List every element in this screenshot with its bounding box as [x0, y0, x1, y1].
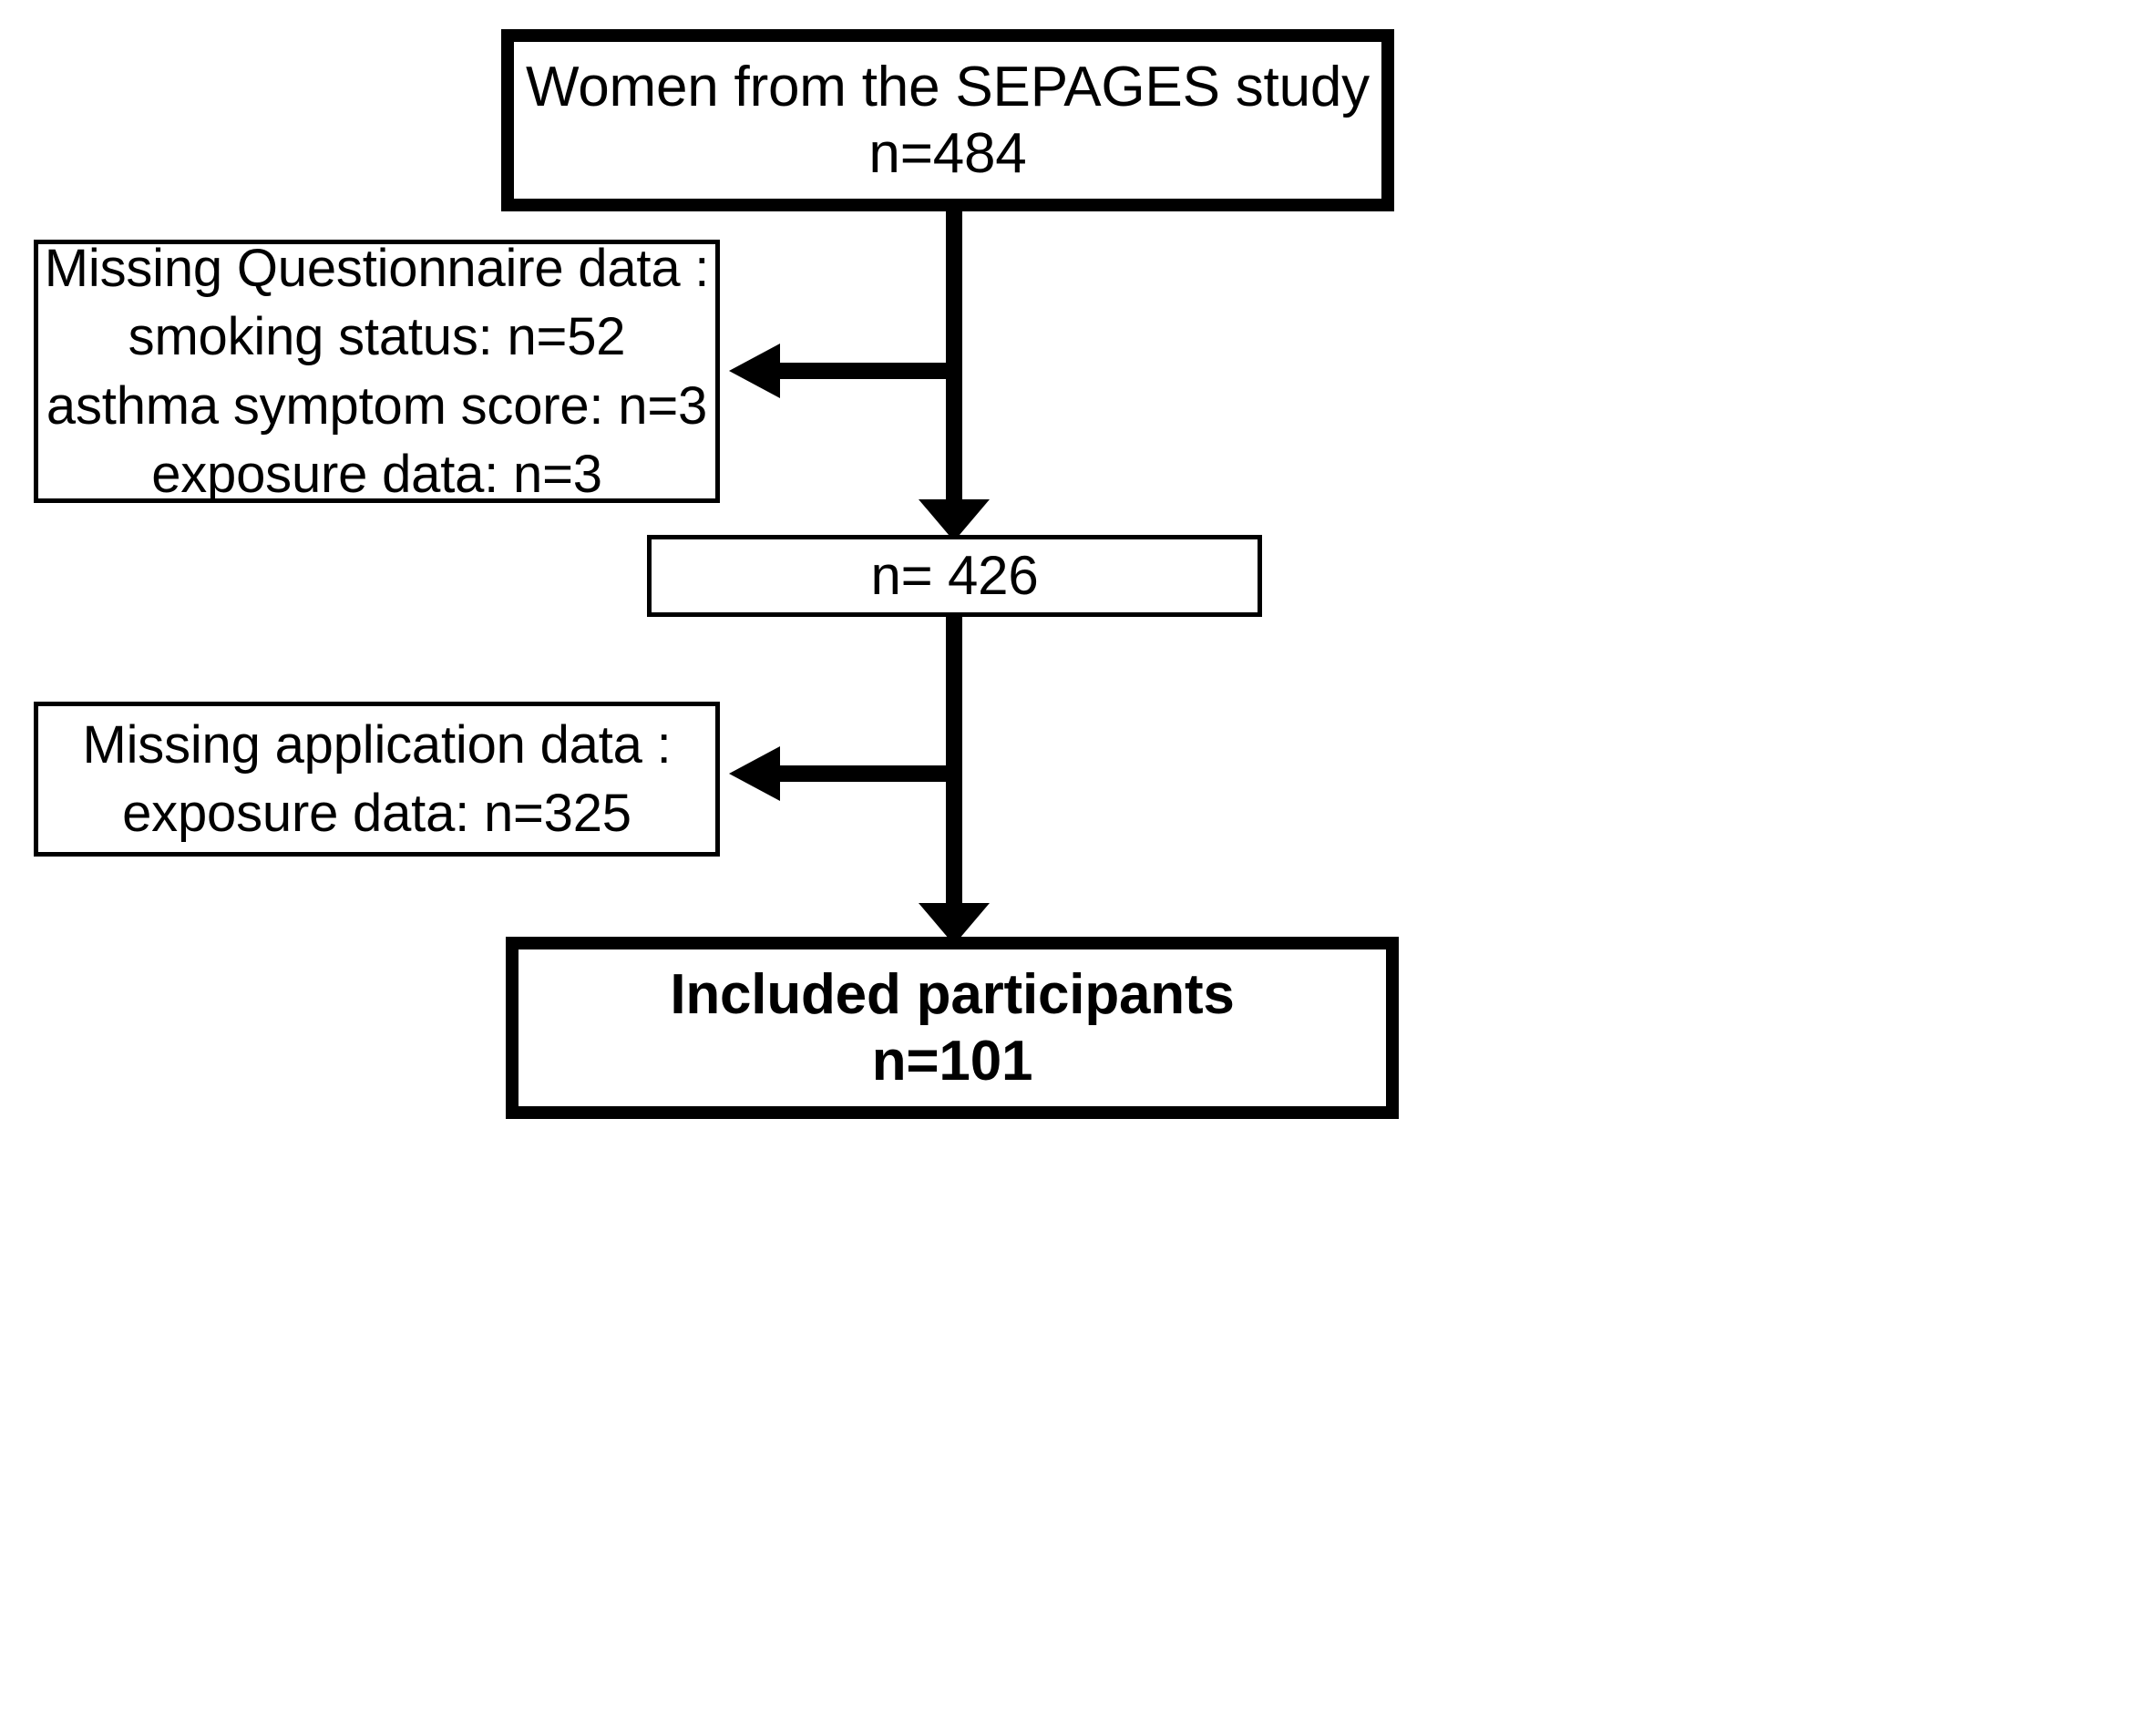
- node-exclusion-application: Missing application data : exposure data…: [34, 702, 720, 857]
- arrowhead-left-icon: [729, 746, 780, 801]
- connector-source-to-remaining: [946, 211, 962, 505]
- arrowhead-left-icon: [729, 344, 780, 398]
- connector-remaining-to-exclusion-2: [779, 765, 957, 782]
- remaining-count-text: n= 426: [870, 544, 1039, 606]
- arrowhead-down-icon: [919, 499, 990, 541]
- node-remaining-count: n= 426: [647, 535, 1262, 617]
- exclusion-2-line-2: exposure data: n=325: [122, 784, 631, 843]
- exclusion-1-line-2: smoking status: n=52: [128, 307, 626, 367]
- included-title-text: Included participants: [670, 962, 1235, 1026]
- node-source-population: Women from the SEPAGES study n=484: [501, 29, 1394, 211]
- node-included-participants: Included participants n=101: [506, 937, 1399, 1119]
- source-title-text: Women from the SEPAGES study: [526, 55, 1370, 118]
- included-count-text: n=101: [871, 1030, 1033, 1093]
- connector-remaining-to-included: [946, 617, 962, 908]
- exclusion-1-line-3: asthma symptom score: n=3: [46, 375, 708, 436]
- exclusion-1-line-1: Missing Questionnaire data :: [44, 238, 710, 298]
- source-count-text: n=484: [868, 122, 1027, 185]
- connector-source-to-exclusion-1: [779, 363, 957, 379]
- node-exclusion-questionnaire: Missing Questionnaire data : smoking sta…: [34, 239, 720, 504]
- exclusion-2-line-1: Missing application data :: [82, 714, 672, 775]
- exclusion-1-line-4: exposure data: n=3: [151, 444, 602, 504]
